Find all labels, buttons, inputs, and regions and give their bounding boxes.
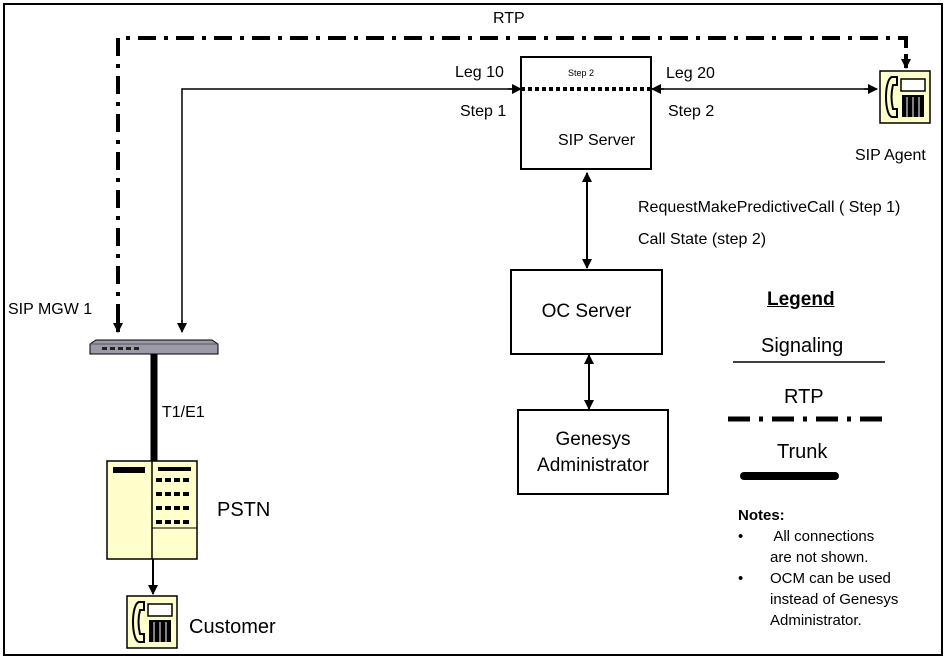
telephone-icon	[879, 70, 931, 124]
list-item: • OCM can be used instead of Genesys Adm…	[738, 568, 938, 631]
step2-small-label: Step 2	[568, 68, 595, 78]
notes-section: Notes: • All connections are not shown. …	[738, 505, 938, 631]
note-2-line1: OCM can be used	[770, 570, 891, 587]
telephone-icon	[126, 595, 178, 649]
rtp-path	[116, 36, 908, 322]
step2-label: Step 2	[668, 103, 715, 120]
outer-frame	[3, 3, 943, 656]
call-state-label: Call State (step 2)	[638, 231, 767, 248]
list-item: • All connections are not shown.	[738, 526, 938, 568]
genesys-administrator-box: Genesys Administrator	[517, 409, 669, 495]
oc-server-box: OC Server	[510, 269, 663, 355]
pstn-label: PSTN	[217, 499, 271, 521]
pstn-switch-icon	[106, 460, 198, 560]
sip-server-label: SIP Server	[558, 132, 636, 149]
oc-server-label: OC Server	[541, 301, 632, 322]
notes-title: Notes:	[738, 507, 785, 524]
sip-server-box	[520, 56, 652, 170]
request-label: RequestMakePredictiveCall ( Step 1)	[638, 199, 901, 216]
note-1-line2: are not shown.	[770, 549, 869, 566]
media-gateway-icon	[89, 339, 219, 355]
leg20-label: Leg 20	[666, 65, 715, 82]
bullet-icon: •	[738, 570, 744, 587]
note-2-line3: Administrator.	[770, 612, 862, 629]
legend-title: Legend	[767, 289, 835, 310]
note-1-line1: All connections	[770, 528, 875, 545]
sip-agent-label: SIP Agent	[855, 147, 926, 164]
leg10-line	[181, 88, 520, 332]
rtp-label: RTP	[493, 10, 525, 27]
step1-label: Step 1	[460, 103, 507, 120]
genesys-administrator-label-line1: Genesys	[555, 429, 631, 450]
customer-label: Customer	[189, 616, 276, 638]
notes-list: • All connections are not shown. • OCM c…	[738, 526, 938, 631]
note-2-line2: instead of Genesys	[770, 591, 899, 608]
sip-mgw-label: SIP MGW 1	[8, 301, 93, 318]
legend-rtp-label: RTP	[784, 386, 824, 408]
t1e1-label: T1/E1	[162, 404, 205, 421]
legend-trunk-label: Trunk	[777, 441, 828, 463]
leg10-label: Leg 10	[455, 64, 504, 81]
bullet-icon: •	[738, 528, 744, 545]
genesys-administrator-label-line2: Administrator	[537, 455, 649, 476]
legend-signaling-label: Signaling	[761, 335, 844, 357]
